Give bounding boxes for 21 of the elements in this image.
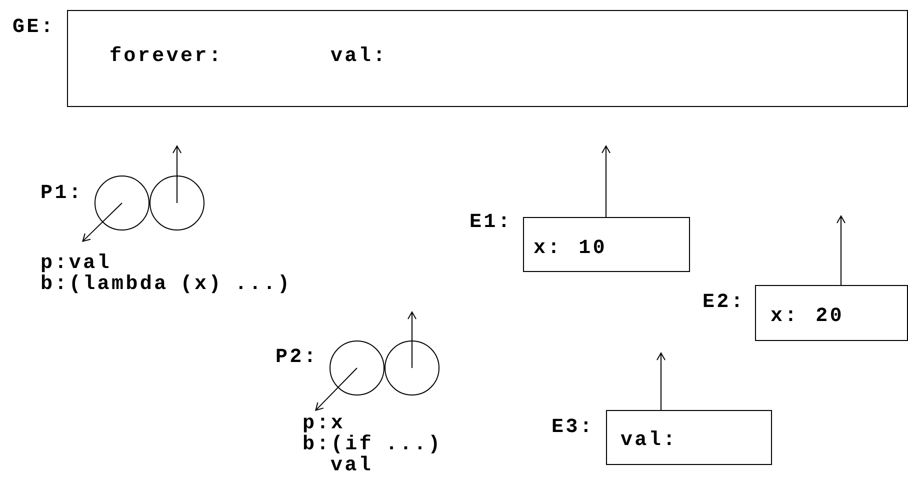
arrow bbox=[836, 215, 846, 286]
frame-box: GE: forever: val: bbox=[13, 10, 908, 107]
procedure-code: p:x b:(if ...) val bbox=[304, 418, 437, 470]
pair-circle bbox=[384, 340, 440, 396]
node-label: E1: bbox=[470, 214, 506, 228]
frame-box: E3: val: bbox=[552, 410, 772, 465]
node-label: E3: bbox=[552, 418, 588, 432]
arrow bbox=[172, 145, 182, 204]
node-label: E2: bbox=[704, 294, 738, 308]
frame-box: E1: x: 10 bbox=[470, 214, 690, 272]
procedure-code: p:val b:(lambda (x) ...) bbox=[42, 254, 286, 294]
arrow bbox=[315, 368, 358, 411]
pair-circle bbox=[150, 176, 204, 230]
arrow bbox=[408, 311, 416, 368]
frame-box: E2: x: 20 bbox=[704, 285, 908, 341]
node-label: GE: bbox=[13, 18, 48, 32]
procedure-label: P1: bbox=[42, 184, 76, 198]
arrow bbox=[82, 202, 122, 242]
procedure-label: P2: bbox=[276, 348, 312, 362]
arrow bbox=[602, 145, 610, 218]
arrow bbox=[656, 352, 666, 410]
